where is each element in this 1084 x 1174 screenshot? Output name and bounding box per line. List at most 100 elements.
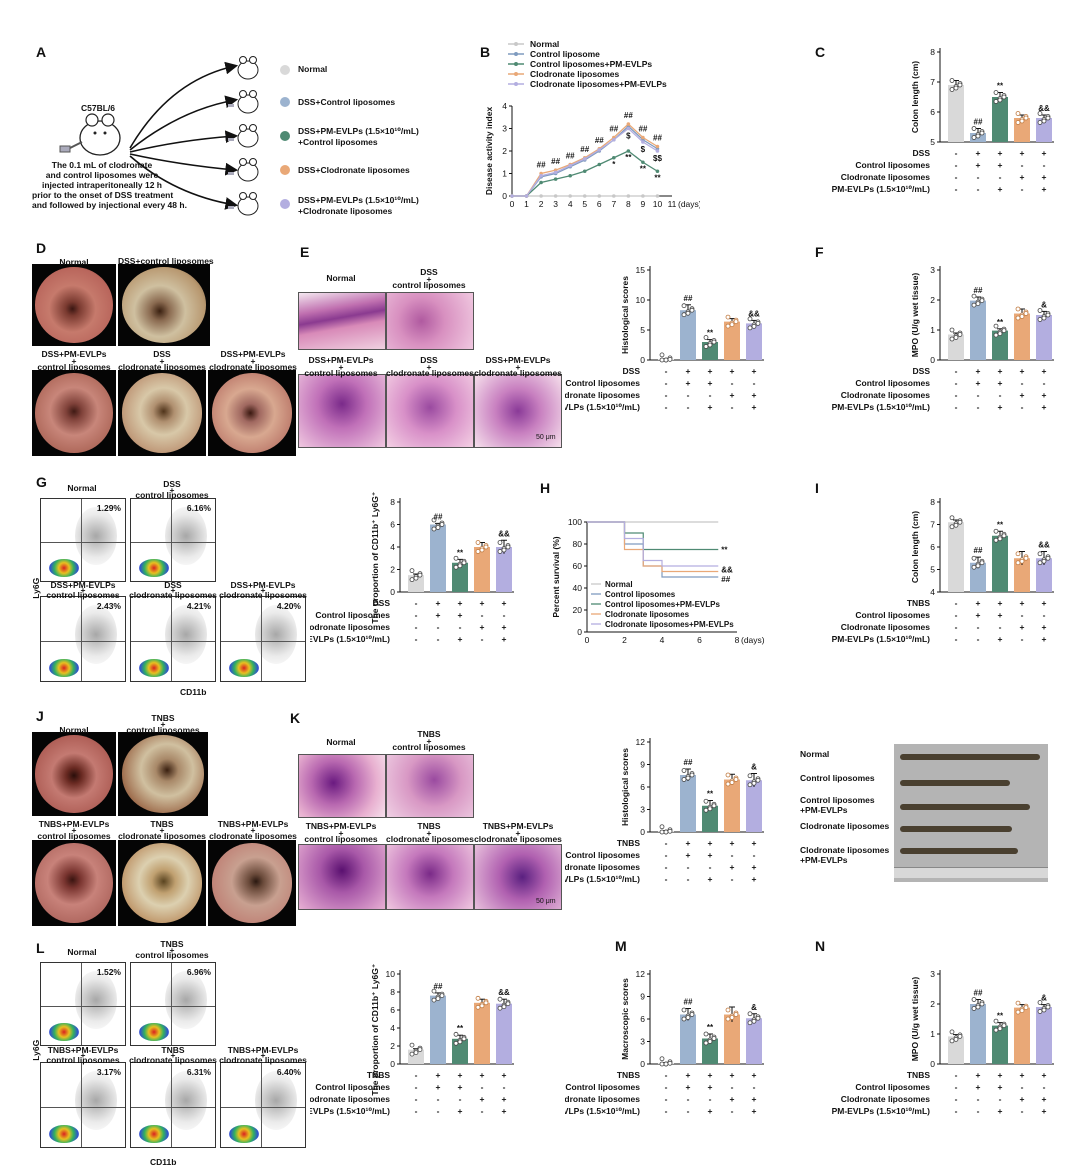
- gate-percentage: 3.17%: [96, 1067, 121, 1077]
- series-point: [539, 180, 543, 185]
- x-tick-label: 4: [568, 199, 573, 209]
- data-point: [703, 335, 709, 340]
- image-caption: +: [250, 825, 256, 835]
- bar: [496, 1003, 512, 1064]
- gate-percentage: 6.96%: [186, 967, 211, 977]
- series-point: [553, 194, 558, 198]
- y-tick-label: 4: [390, 1023, 395, 1033]
- condition-sign: -: [731, 402, 734, 412]
- data-point: [975, 133, 981, 139]
- image-caption: control liposomes: [304, 368, 378, 378]
- cell-population-density: [49, 559, 79, 577]
- y-tick-label: 3: [930, 265, 935, 275]
- x-tick-label: 10: [653, 199, 663, 209]
- series-point: [626, 149, 631, 153]
- series-point: [655, 144, 660, 149]
- y-tick-label: 12: [636, 969, 646, 979]
- condition-sign: -: [731, 378, 734, 388]
- data-point: [457, 1039, 463, 1045]
- data-point: [1023, 311, 1029, 316]
- bar: [496, 547, 512, 592]
- condition-sign: +: [752, 838, 757, 848]
- data-point: [729, 322, 735, 327]
- bar: [680, 775, 696, 832]
- data-point: [949, 524, 955, 530]
- condition-sign: +: [708, 874, 713, 884]
- event-cloud: [254, 605, 297, 665]
- condition-sign: +: [1042, 390, 1047, 400]
- image-caption: DSS: [163, 479, 181, 489]
- colon-label: Control liposomes: [800, 795, 875, 805]
- data-point: [1037, 551, 1043, 557]
- significance-mark: ##: [551, 157, 560, 166]
- significance-mark: **: [625, 153, 632, 162]
- x-tick-label: 11: [668, 199, 677, 209]
- condition-sign: +: [998, 366, 1003, 376]
- data-point: [1015, 120, 1021, 125]
- condition-sign: -: [415, 1070, 418, 1080]
- event-cloud: [164, 1071, 207, 1131]
- scale-bar-label: 50 μm: [536, 434, 556, 441]
- data-point: [751, 324, 757, 329]
- image-caption: control liposomes: [46, 590, 120, 600]
- condition-sign: -: [459, 622, 462, 632]
- data-point: [1015, 1009, 1021, 1015]
- panel-label-h: H: [540, 480, 551, 496]
- colon-specimen: [900, 826, 1012, 832]
- condition-sign: -: [1021, 1106, 1024, 1116]
- data-point: [681, 303, 687, 309]
- y-tick-label: 20: [573, 605, 583, 615]
- condition-sign: +: [458, 634, 463, 644]
- image-caption: +: [260, 1050, 266, 1060]
- condition-sign: -: [687, 390, 690, 400]
- series-point: [524, 194, 529, 198]
- image-caption: TNBS+PM-EVLPs: [227, 1045, 299, 1055]
- series-point: [641, 160, 645, 165]
- bar: [1036, 315, 1052, 360]
- significance-mark: **: [997, 82, 1004, 91]
- series-point: [553, 170, 558, 175]
- endoscopy-image: [32, 840, 116, 926]
- histology-image: [386, 754, 474, 818]
- condition-sign: -: [481, 1082, 484, 1092]
- condition-sign: -: [753, 378, 756, 388]
- x-axis-label: CD11b: [150, 1157, 177, 1167]
- data-point: [957, 332, 963, 337]
- y-axis-label: Disease activity index: [484, 107, 494, 196]
- flow-plot: 4.20%: [220, 596, 306, 682]
- data-point: [409, 568, 415, 574]
- data-point: [755, 1015, 761, 1021]
- condition-label: TNBS: [367, 1070, 390, 1080]
- bar: [992, 1025, 1008, 1064]
- panel-d-endoscopy: Normal DSS+control liposomes DSS+PM-EVLP…: [30, 252, 300, 462]
- x-axis-label: CD11b: [180, 687, 207, 697]
- panel-label-d: D: [36, 240, 47, 256]
- condition-label: DSS: [623, 366, 641, 376]
- data-point: [725, 772, 731, 778]
- condition-sign: -: [977, 184, 980, 194]
- x-tick-label: 2: [539, 199, 544, 209]
- data-point: [659, 1056, 665, 1062]
- y-tick-label: 4: [930, 587, 935, 597]
- y-tick-label: 0: [640, 827, 645, 837]
- data-point: [751, 1018, 757, 1024]
- data-point: [1041, 558, 1047, 564]
- image-caption: TNBS: [151, 713, 175, 723]
- condition-sign: +: [1020, 148, 1025, 158]
- condition-sign: -: [977, 1106, 980, 1116]
- image-caption: +: [80, 1050, 86, 1060]
- condition-sign: +: [1020, 366, 1025, 376]
- cell-population-density: [49, 659, 79, 677]
- data-point: [1023, 115, 1029, 121]
- x-axis-label: (days): [678, 199, 700, 209]
- condition-sign: +: [1042, 184, 1047, 194]
- data-point: [461, 1036, 467, 1042]
- data-point: [971, 126, 977, 131]
- image-caption: clodronate liposomes: [474, 368, 562, 378]
- condition-sign: +: [1042, 1094, 1047, 1104]
- condition-sign: +: [502, 1106, 507, 1116]
- condition-sign: -: [753, 1082, 756, 1092]
- y-tick-label: 5: [930, 137, 935, 147]
